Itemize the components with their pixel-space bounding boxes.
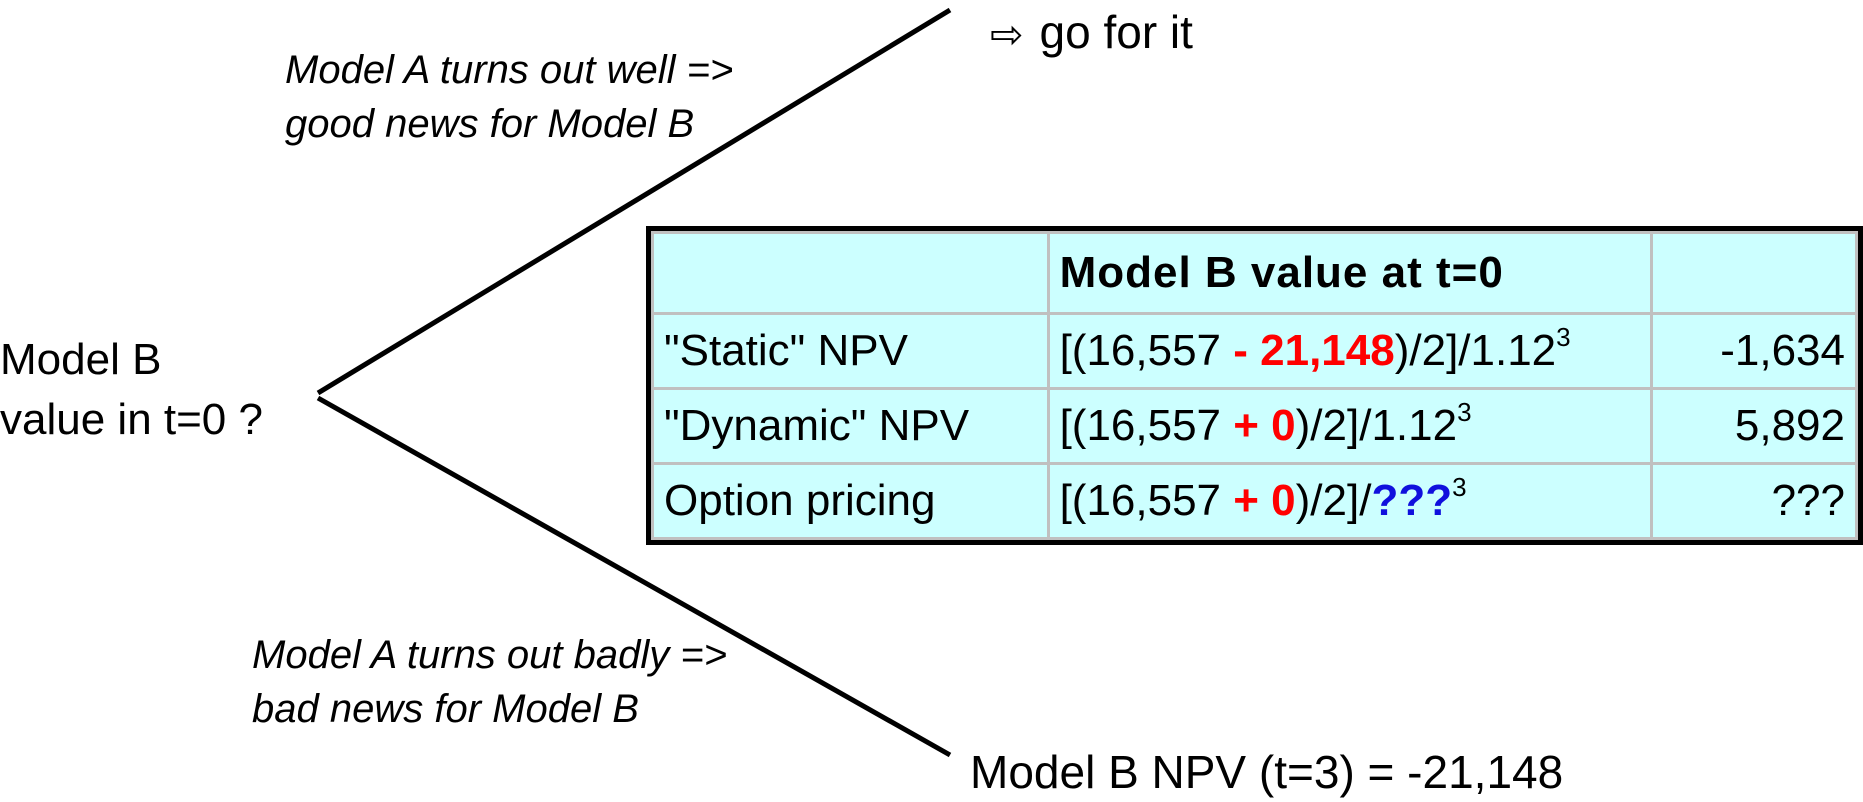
- row-label: "Dynamic" NPV: [651, 387, 1050, 465]
- formula-mid: )/2]/: [1295, 401, 1372, 450]
- row-formula: [(16,557 + 0)/2]/1.123: [1046, 387, 1654, 465]
- down-branch-line: [316, 395, 952, 758]
- header-cell-3: [1650, 231, 1858, 315]
- row-label: Option pricing: [651, 462, 1050, 540]
- row-value: ???: [1650, 462, 1858, 540]
- header-cell-1: [651, 231, 1050, 315]
- table-row: "Dynamic" NPV [(16,557 + 0)/2]/1.123 5,8…: [651, 387, 1858, 465]
- formula-prefix: [(16,557: [1059, 476, 1234, 525]
- formula-exponent: 3: [1556, 322, 1571, 352]
- row-formula: [(16,557 - 21,148)/2]/1.123: [1046, 312, 1654, 390]
- formula-prefix: [(16,557: [1059, 401, 1234, 450]
- formula-prefix: [(16,557: [1059, 326, 1234, 375]
- up-branch-annotation: Model A turns out well => good news for …: [285, 43, 733, 151]
- down-branch-line1: Model A turns out badly =>: [252, 633, 728, 677]
- right-arrow-icon: ⇨: [990, 13, 1024, 57]
- root-node-label: Model B value in t=0 ?: [0, 330, 263, 450]
- table-header-row: Model B value at t=0: [651, 231, 1858, 315]
- formula-highlight: + 0: [1233, 401, 1296, 450]
- root-label-line2: value in t=0 ?: [0, 395, 263, 444]
- down-branch-annotation: Model A turns out badly => bad news for …: [252, 628, 727, 736]
- root-label-line1: Model B: [0, 335, 162, 384]
- header-cell-title: Model B value at t=0: [1046, 231, 1654, 315]
- formula-highlight: - 21,148: [1233, 326, 1395, 375]
- row-formula: [(16,557 + 0)/2]/???3: [1046, 462, 1654, 540]
- formula-mid: )/2]/: [1295, 476, 1372, 525]
- formula-base: 1.12: [1470, 326, 1557, 375]
- formula-highlight: + 0: [1233, 476, 1296, 525]
- valuation-table: Model B value at t=0 "Static" NPV [(16,5…: [646, 226, 1863, 545]
- table-row: "Static" NPV [(16,557 - 21,148)/2]/1.123…: [651, 312, 1858, 390]
- formula-base: 1.12: [1371, 401, 1458, 450]
- table-row: Option pricing [(16,557 + 0)/2]/???3 ???: [651, 462, 1858, 540]
- up-branch-line1: Model A turns out well =>: [285, 48, 734, 92]
- row-value: 5,892: [1650, 387, 1858, 465]
- row-value: -1,634: [1650, 312, 1858, 390]
- up-branch-line: [316, 7, 952, 396]
- decision-tree-lines: [316, 7, 952, 758]
- formula-exponent: 3: [1457, 397, 1472, 427]
- formula-base: ???: [1371, 476, 1453, 525]
- formula-mid: )/2]/: [1394, 326, 1471, 375]
- top-outcome-text: go for it: [1039, 6, 1193, 58]
- bottom-outcome-text: Model B NPV (t=3) = -21,148: [970, 746, 1564, 798]
- formula-exponent: 3: [1452, 472, 1467, 502]
- bottom-outcome: Model B NPV (t=3) = -21,148: [970, 742, 1563, 802]
- up-branch-line2: good news for Model B: [285, 102, 695, 146]
- row-label: "Static" NPV: [651, 312, 1050, 390]
- top-outcome: ⇨ go for it: [990, 2, 1193, 65]
- down-branch-line2: bad news for Model B: [252, 687, 639, 731]
